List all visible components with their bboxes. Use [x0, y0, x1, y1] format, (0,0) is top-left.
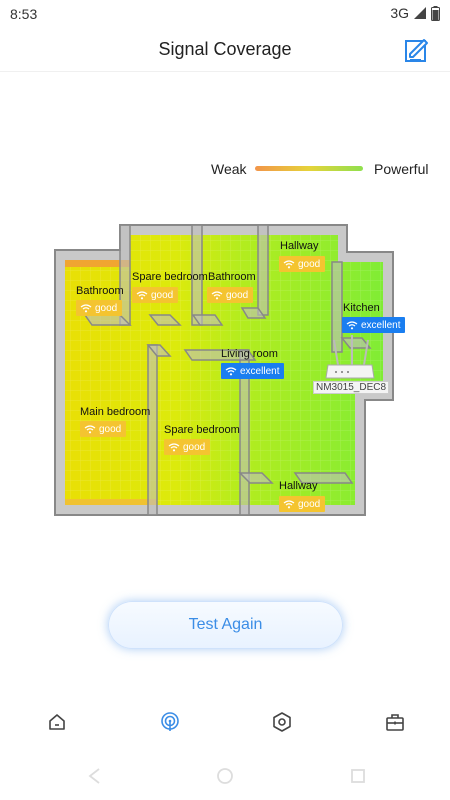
toolbox-icon	[386, 714, 404, 731]
signal-badge: good	[279, 256, 326, 272]
app-header: Signal Coverage	[0, 28, 450, 72]
legend-gradient-bar	[255, 166, 363, 171]
signal-text: good	[226, 289, 249, 301]
nav-settings[interactable]	[270, 710, 294, 734]
status-bar: 8:53 3G	[0, 0, 450, 28]
signal-badge: excellent	[221, 363, 285, 379]
back-icon[interactable]	[85, 766, 105, 786]
status-time: 8:53	[10, 6, 38, 22]
nav-toolbox[interactable]	[383, 710, 407, 734]
signal-badge: excellent	[342, 317, 406, 333]
wifi-icon	[283, 260, 295, 269]
status-icons: 3G	[390, 5, 440, 21]
edit-button[interactable]	[404, 38, 430, 64]
room-label: Spare bedroom	[164, 424, 240, 436]
signal-badge: good	[279, 496, 326, 512]
room-label: Main bedroom	[80, 406, 151, 418]
signal-text: good	[183, 441, 206, 453]
wifi-icon	[346, 321, 358, 330]
recents-icon[interactable]	[348, 766, 368, 786]
room-label: Spare bedroom	[132, 271, 208, 283]
wifi-icon	[225, 367, 237, 376]
signal-badge: good	[80, 421, 127, 437]
router-device	[325, 335, 375, 379]
wifi-icon	[283, 500, 295, 509]
room-label: Hallway	[280, 240, 319, 252]
nav-home[interactable]	[45, 710, 69, 734]
bottom-nav	[0, 695, 450, 750]
signal-text: excellent	[240, 365, 280, 377]
router-label: NM3015_DEC8	[313, 381, 390, 394]
signal-text: good	[95, 302, 118, 314]
signal-text: good	[151, 289, 174, 301]
wifi-icon	[136, 291, 148, 300]
signal-badge: good	[164, 439, 211, 455]
room-label: Bathroom	[76, 285, 124, 297]
signal-icon	[414, 7, 426, 19]
legend-weak-label: Weak	[211, 161, 247, 177]
floor-plan: Hallway good Spare bedroom good Bathroom…	[0, 200, 450, 540]
room-label: Hallway	[279, 480, 318, 492]
legend-powerful-label: Powerful	[374, 161, 429, 177]
hexagon-settings-icon	[273, 712, 291, 732]
signal-text: good	[99, 423, 122, 435]
edit-icon	[405, 39, 428, 62]
test-again-button[interactable]: Test Again	[108, 601, 343, 649]
wifi-icon	[80, 304, 92, 313]
system-nav-bar	[0, 758, 450, 800]
signal-text: good	[298, 258, 321, 270]
wifi-icon	[168, 443, 180, 452]
room-label: Kitchen	[343, 302, 380, 314]
signal-legend: Weak Powerful	[0, 158, 450, 180]
signal-coverage-icon	[161, 712, 179, 731]
network-type: 3G	[390, 5, 409, 21]
page-title: Signal Coverage	[158, 39, 292, 59]
home-icon	[49, 714, 65, 730]
signal-badge: good	[207, 287, 254, 303]
signal-badge: good	[132, 287, 179, 303]
battery-icon	[431, 5, 440, 21]
signal-text: good	[298, 498, 321, 510]
room-label: Living room	[221, 348, 278, 360]
wifi-icon	[211, 291, 223, 300]
signal-badge: good	[76, 300, 123, 316]
signal-text: excellent	[361, 319, 401, 331]
home-circle-icon[interactable]	[215, 766, 235, 786]
nav-signal-coverage[interactable]	[158, 710, 182, 734]
wifi-icon	[84, 425, 96, 434]
room-label: Bathroom	[208, 271, 256, 283]
